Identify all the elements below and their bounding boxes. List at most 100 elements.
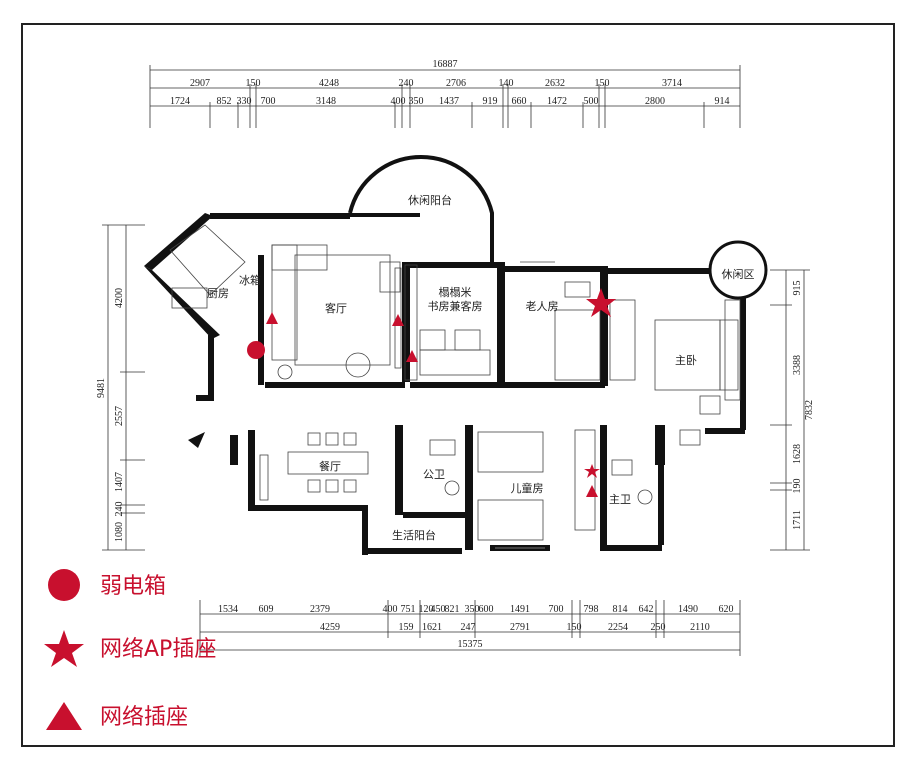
dim-top-value: 660 [512,96,527,107]
room-label-bath-master: 主卫 [609,493,631,506]
room-label-children: 儿童房 [511,481,544,495]
dim-bottom-total: 15375 [458,639,483,650]
dim-bottom-value: 751 [401,604,416,615]
dim-right-total: 7832 [804,400,815,420]
plan-markers [247,288,616,497]
entry-arrow-icon [188,432,205,448]
room-label-fridge: 冰箱 [239,273,261,287]
room-label-leisure: 休闲区 [722,267,755,281]
network-socket-triangle-icon [392,314,404,326]
dim-bottom-value: 120 [419,604,434,615]
left-dimensions [102,224,145,551]
dim-top-value: 2632 [545,78,565,89]
bottom-dimensions [199,600,741,656]
dim-left-value: 1080 [114,522,125,542]
dim-top-value: 150 [595,78,610,89]
room-label-kitchen: 厨房 [207,287,229,300]
network-socket-triangle-icon [266,312,278,324]
leisure-balcony-wall [348,154,494,268]
dim-top-value: 1472 [547,96,567,107]
legend-star-icon [44,630,84,667]
dim-bottom-value: 821 [445,604,460,615]
right-dimensions [770,269,810,551]
dim-left-value: 1407 [114,472,125,492]
leisure-area-wall [708,240,768,300]
network-socket-triangle-icon [406,350,418,362]
dim-top-value: 4248 [319,78,339,89]
dim-top-value: 914 [715,96,730,107]
room-label-study-2: 书房兼客房 [428,299,483,313]
dim-bottom-value: 700 [549,604,564,615]
ap-socket-star-icon [584,464,600,478]
legend: 弱电箱 网络AP插座 网络插座 [44,569,216,730]
legend-label-ap-socket: 网络AP插座 [100,637,216,662]
room-label-balcony-leisure: 休闲阳台 [408,193,452,207]
walls [144,213,746,555]
dim-left-total: 9481 [96,378,107,398]
dim-bottom-value: 814 [613,604,628,615]
dim-bottom-value: 150 [567,622,582,633]
weak-current-box-circle-icon [247,341,265,359]
top-dimensions [149,65,741,128]
room-label-dining: 餐厅 [319,459,341,473]
dim-bottom-value: 2110 [690,622,710,633]
dim-bottom-value: 600 [479,604,494,615]
dim-top-value: 500 [584,96,599,107]
dim-bottom-value: 1621 [422,622,442,633]
dim-top-value: 330 [237,96,252,107]
dim-bottom-value: 4259 [320,622,340,633]
dim-bottom-value: 642 [639,604,654,615]
dim-top-value: 2907 [190,78,210,89]
dim-top-value: 3714 [662,78,682,89]
dim-right-value: 1711 [792,510,803,530]
dim-top-value: 3148 [316,96,336,107]
furniture [169,224,741,549]
dim-bottom-value: 2791 [510,622,530,633]
legend-triangle-icon [46,702,82,730]
ap-socket-star-icon [586,288,616,317]
dim-top-value: 350 [409,96,424,107]
dim-top-value: 700 [261,96,276,107]
dim-top-value: 240 [399,78,414,89]
dim-top-value: 140 [499,78,514,89]
dim-top-total: 16887 [433,59,458,70]
dim-top-value: 150 [246,78,261,89]
dim-bottom-value: 620 [719,604,734,615]
dim-left-value: 240 [114,502,125,517]
dim-bottom-value: 450 [431,604,446,615]
dim-bottom-value: 1491 [510,604,530,615]
dim-bottom-value: 159 [399,622,414,633]
room-label-elder: 老人房 [526,300,559,313]
dim-bottom-value: 247 [461,622,476,633]
legend-circle-icon [48,569,80,601]
dim-bottom-value: 2379 [310,604,330,615]
dim-right-value: 915 [792,281,803,296]
legend-label-weak-box: 弱电箱 [100,574,166,599]
dim-bottom-value: 798 [584,604,599,615]
dim-bottom-value: 1490 [678,604,698,615]
network-socket-triangle-icon [586,485,598,497]
dim-top-value: 852 [217,96,232,107]
dim-top-value: 919 [483,96,498,107]
room-label-living: 客厅 [325,301,347,315]
dim-right-value: 3388 [792,355,803,375]
dim-right-value: 1628 [792,444,803,464]
room-label-balcony-life: 生活阳台 [392,528,436,542]
dim-bottom-value: 400 [383,604,398,615]
room-labels: 休闲阳台 厨房 冰箱 客厅 榻榻米 书房兼客房 老人房 休闲区 主卧 餐厅 公卫… [207,193,755,542]
legend-label-network-socket: 网络插座 [100,705,188,730]
dim-bottom-value: 1534 [218,604,238,615]
dim-bottom-value: 350 [465,604,480,615]
room-label-study-1: 榻榻米 [439,285,472,299]
dim-bottom-value: 250 [651,622,666,633]
dim-bottom-value: 609 [259,604,274,615]
dim-top-value: 400 [391,96,406,107]
dim-bottom-value: 2254 [608,622,628,633]
room-label-master: 主卧 [675,354,697,367]
